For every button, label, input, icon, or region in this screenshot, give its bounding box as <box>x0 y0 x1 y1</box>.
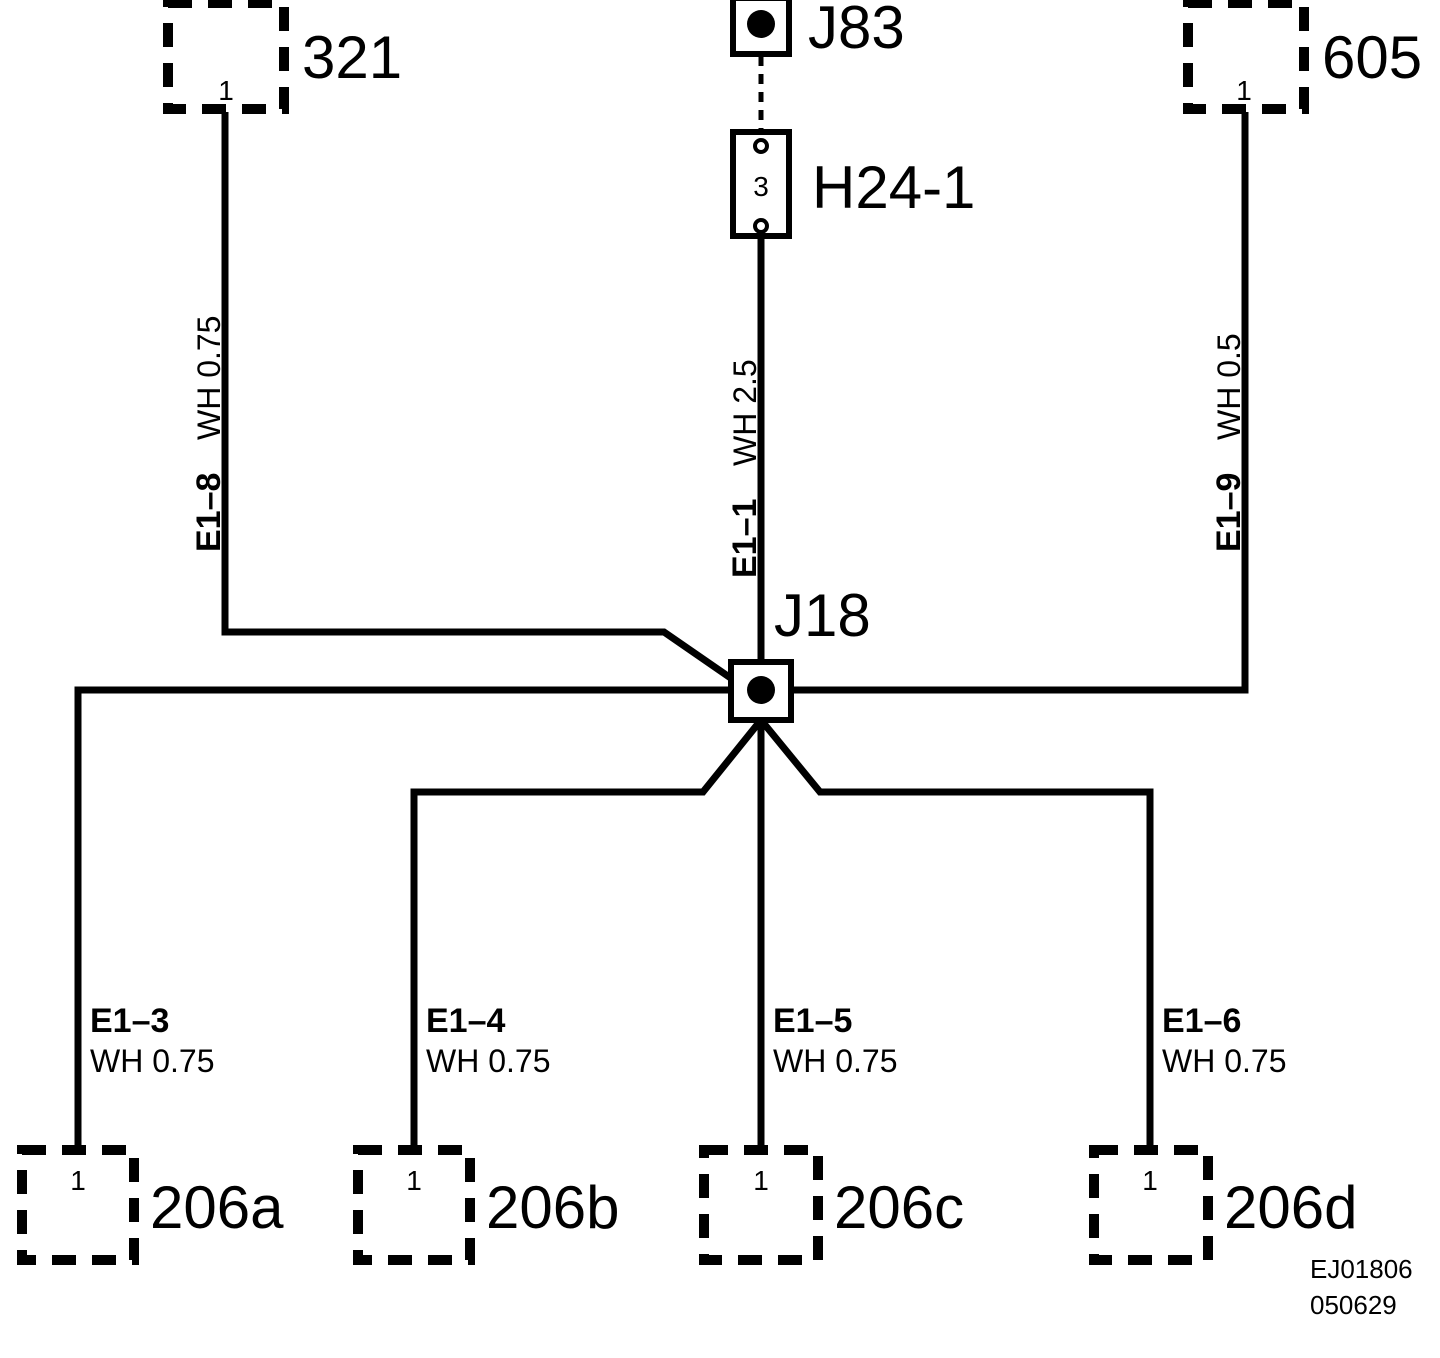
wire-e1-4 <box>410 717 764 1148</box>
wire-e1-1-id: E1–1 <box>726 499 764 578</box>
connector-206a-outline <box>17 1145 139 1265</box>
harness-connector-h24-1-label: H24-1 <box>812 154 975 221</box>
connector-605-outline <box>1183 0 1309 114</box>
connector-206c-pin: 1 <box>753 1165 769 1196</box>
harness-connector-h24-1-box <box>730 129 792 239</box>
connector-206d-outline <box>1089 1145 1213 1265</box>
wire-e1-6-label: E1–6 WH 0.75 <box>1162 1002 1286 1079</box>
splice-j18-label: J18 <box>774 582 871 649</box>
splice-j83-label: J83 <box>808 0 905 61</box>
wire-e1-6-id: E1–6 <box>1162 1002 1241 1040</box>
wire-e1-4-id: E1–4 <box>426 1002 505 1040</box>
connector-321-pin: 1 <box>218 75 234 106</box>
connector-206b-pin: 1 <box>406 1165 422 1196</box>
connector-206d-label: 206d <box>1224 1174 1357 1241</box>
connector-206b: 1 206b <box>353 1145 619 1265</box>
wire-e1-8-id: E1–8 <box>190 473 228 552</box>
splice-j83-box <box>730 0 792 57</box>
splice-j83: J83 <box>730 0 905 61</box>
wire-e1-5-label: E1–5 WH 0.75 <box>773 1002 897 1079</box>
connector-605-label: 605 <box>1322 24 1422 91</box>
connector-206c: 1 206c <box>699 1145 964 1265</box>
splice-j18: J18 <box>728 582 871 723</box>
wire-e1-3-spec: WH 0.75 <box>90 1043 214 1079</box>
connector-206a: 1 206a <box>17 1145 284 1265</box>
reference-code: EJ01806 050629 <box>1310 1254 1413 1320</box>
reference-code-line2: 050629 <box>1310 1290 1397 1320</box>
wire-e1-4-label: E1–4 WH 0.75 <box>426 1002 550 1079</box>
wire-e1-5-spec: WH 0.75 <box>773 1043 897 1079</box>
reference-code-line1: EJ01806 <box>1310 1254 1413 1284</box>
connector-206b-outline <box>353 1145 475 1265</box>
wire-e1-8 <box>221 112 750 693</box>
connector-206c-outline <box>699 1145 823 1265</box>
connector-206d-pin: 1 <box>1142 1165 1158 1196</box>
connector-206a-pin: 1 <box>70 1165 86 1196</box>
wire-e1-5-id: E1–5 <box>773 1002 852 1040</box>
connector-605: 1 605 <box>1183 0 1422 114</box>
harness-connector-pin-bottom <box>753 218 769 234</box>
splice-j18-dot <box>747 676 775 704</box>
wire-e1-3-label: E1–3 WH 0.75 <box>90 1002 214 1079</box>
connector-321: 1 321 <box>163 0 402 114</box>
wire-e1-6-spec: WH 0.75 <box>1162 1043 1286 1079</box>
connector-206b-label: 206b <box>486 1174 619 1241</box>
wire-e1-9 <box>790 112 1249 694</box>
connector-206a-label: 206a <box>150 1174 284 1241</box>
connector-321-label: 321 <box>302 24 402 91</box>
splice-j83-dot <box>747 10 775 38</box>
wire-e1-8-label: E1–8 WH 0.75 <box>190 316 228 552</box>
wire-e1-9-spec: WH 0.5 <box>1211 333 1247 440</box>
wire-e1-1-label: E1–1 WH 2.5 <box>726 359 764 578</box>
wire-e1-3 <box>74 686 732 1148</box>
wire-e1-8-spec: WH 0.75 <box>191 316 227 440</box>
connector-605-pin: 1 <box>1236 75 1252 106</box>
wire-e1-9-label: E1–9 WH 0.5 <box>1210 333 1248 552</box>
connector-206d: 1 206d <box>1089 1145 1357 1265</box>
harness-connector-pin-top <box>753 138 769 154</box>
harness-connector-h24-1: 3 H24-1 <box>730 129 975 239</box>
wire-e1-4-spec: WH 0.75 <box>426 1043 550 1079</box>
harness-connector-h24-1-pin: 3 <box>753 171 769 202</box>
wire-e1-9-id: E1–9 <box>1210 473 1248 552</box>
connector-321-outline <box>163 0 289 114</box>
wire-e1-1-spec: WH 2.5 <box>727 359 763 466</box>
connector-206c-label: 206c <box>834 1174 964 1241</box>
wire-e1-3-id: E1–3 <box>90 1002 169 1040</box>
wire-e1-6 <box>758 717 1154 1148</box>
